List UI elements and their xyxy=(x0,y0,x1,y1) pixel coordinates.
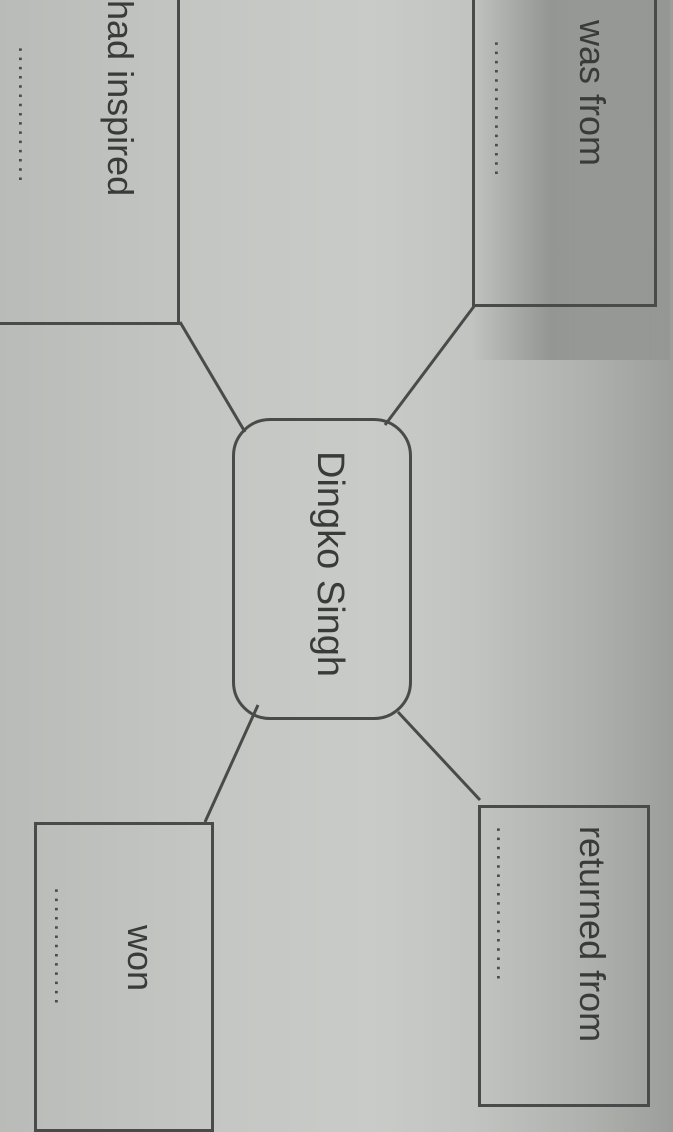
connector-won xyxy=(203,704,260,823)
center-label: Dingko Singh xyxy=(309,451,351,678)
blank-won[interactable]: ............. xyxy=(49,887,79,1007)
blank-had-inspired[interactable]: ............... xyxy=(13,46,43,185)
connector-was-from xyxy=(383,304,477,426)
connector-returned-from xyxy=(396,710,482,802)
paper-shadow xyxy=(470,0,670,360)
prompt-was-from: was from xyxy=(572,20,613,167)
box-won: won ............. xyxy=(34,822,214,1132)
blank-returned-from[interactable]: ................. xyxy=(491,826,521,983)
prompt-won: won xyxy=(120,925,161,992)
box-returned-from: returned from ................. xyxy=(478,805,650,1107)
center-node: Dingko Singh xyxy=(232,418,412,720)
prompt-had-inspired: had inspired xyxy=(100,0,141,197)
blank-was-from[interactable]: ............... xyxy=(489,40,519,179)
box-was-from: was from ............... xyxy=(472,0,657,307)
prompt-returned-from: returned from xyxy=(572,826,613,1043)
connector-had-inspired xyxy=(178,321,247,433)
box-had-inspired: had inspired ............... xyxy=(0,0,180,325)
